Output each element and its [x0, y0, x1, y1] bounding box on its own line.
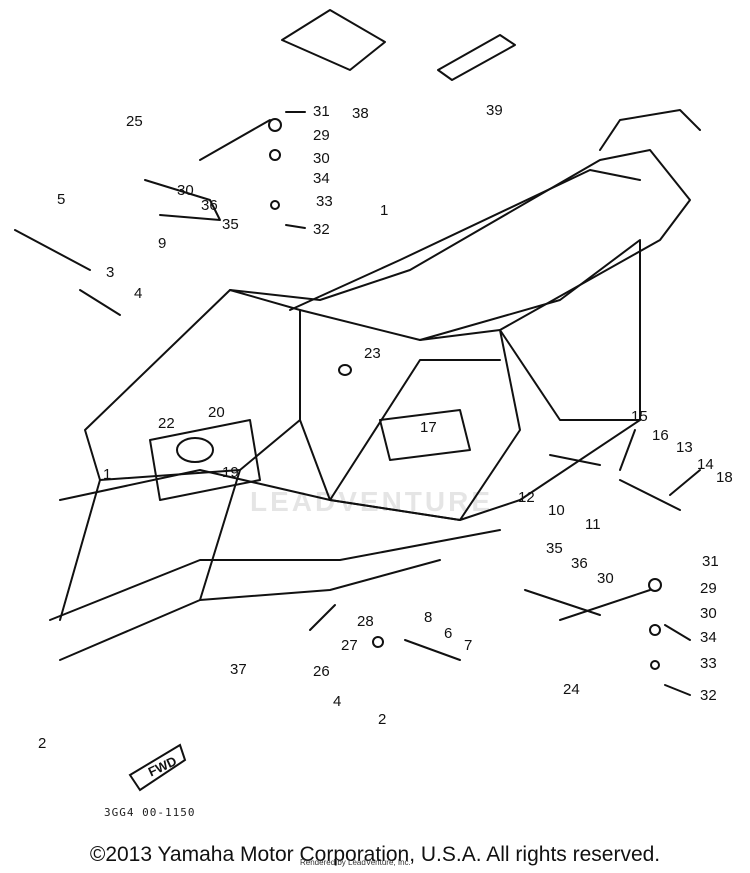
frame-upper-rail	[289, 169, 641, 311]
callout-label: 34	[313, 170, 330, 187]
bolt-part	[309, 604, 336, 631]
callout-label: 34	[700, 629, 717, 646]
callout-label: 4	[134, 285, 143, 302]
frame-diagram: FWD	[14, 9, 701, 792]
bolt-part	[404, 639, 461, 661]
callout-label: 4	[333, 693, 342, 710]
callout-label: 33	[700, 655, 717, 672]
washer-part	[649, 624, 661, 636]
frame-down-tube	[59, 479, 101, 621]
callout-label: 30	[700, 605, 717, 622]
callout-label: 14	[697, 456, 714, 473]
leader-line	[664, 624, 691, 641]
frame-cross-member	[329, 359, 501, 501]
washer-part	[648, 578, 662, 592]
washer-part	[270, 200, 280, 210]
callout-label: 20	[208, 404, 225, 421]
callout-label: 32	[313, 221, 330, 238]
callout-label: 26	[313, 663, 330, 680]
callout-label: 1	[103, 466, 112, 483]
callout-label: 32	[700, 687, 717, 704]
washer-part	[650, 660, 660, 670]
callout-label: 6	[444, 625, 453, 642]
callout-label: 18	[716, 469, 733, 486]
callout-label: 17	[420, 419, 437, 436]
callout-label: 30	[177, 182, 194, 199]
callout-label: 29	[700, 580, 717, 597]
callout-label: 30	[313, 150, 330, 167]
callout-label: 2	[378, 711, 387, 728]
frame-top-rail	[229, 149, 691, 331]
callout-label: 31	[702, 553, 719, 570]
callout-label: 16	[652, 427, 669, 444]
leader-line	[619, 429, 636, 471]
callout-label: 15	[631, 408, 648, 425]
callout-label: 23	[364, 345, 381, 362]
callout-label: 3	[106, 264, 115, 281]
frame-bottom-rail	[49, 529, 501, 621]
callout-label: 39	[486, 102, 503, 119]
frame-front-loop	[84, 289, 301, 481]
callout-label: 35	[546, 540, 563, 557]
bolt-part	[14, 229, 91, 271]
callout-label: 35	[222, 216, 239, 233]
frame-mount-boss	[338, 364, 352, 376]
callout-label: 28	[357, 613, 374, 630]
callout-label: 37	[230, 661, 247, 678]
callout-label: 9	[158, 235, 167, 252]
callout-label: 10	[548, 502, 565, 519]
callout-label: 27	[341, 637, 358, 654]
bushing-part	[619, 479, 681, 511]
callout-label: 2	[38, 735, 47, 752]
callout-label: 22	[158, 415, 175, 432]
callout-label: 13	[676, 439, 693, 456]
frame-plate	[149, 419, 261, 501]
washer-part	[268, 118, 282, 132]
frame-support-tube	[499, 329, 641, 421]
callout-label: 8	[424, 609, 433, 626]
frame-mount-boss	[176, 437, 214, 463]
watermark: LEADVENTURE	[250, 486, 494, 517]
callout-label: 30	[597, 570, 614, 587]
callout-label: 25	[126, 113, 143, 130]
callout-label: 19	[222, 464, 239, 481]
callout-label: 5	[57, 191, 66, 208]
shock-rod-part	[199, 119, 271, 161]
callout-label: 11	[585, 516, 601, 533]
leader-line	[664, 684, 691, 696]
frame-rear-tube	[599, 109, 701, 151]
rendered-by-note: Rendered by LeadVenture, Inc.	[300, 858, 411, 867]
fwd-arrow-icon	[128, 743, 187, 792]
bracket-part	[144, 179, 221, 221]
washer-part	[269, 149, 281, 161]
nut-part	[79, 289, 121, 316]
copyright-footer: ©2013 Yamaha Motor Corporation, U.S.A. A…	[89, 843, 661, 866]
callout-label: 29	[313, 127, 330, 144]
bracket-part	[524, 589, 601, 616]
leader-line	[669, 469, 701, 496]
leader-line	[285, 224, 306, 229]
callout-label: 31	[313, 103, 330, 120]
callout-label: 38	[352, 105, 369, 122]
shock-rod-part	[559, 589, 651, 621]
frame-cross-tube	[199, 469, 241, 601]
callout-label: 12	[518, 489, 535, 506]
frame-rear-loop	[419, 239, 641, 501]
washer-part	[372, 636, 384, 648]
callout-label: 1	[380, 202, 389, 219]
guard-plate-part	[437, 34, 516, 81]
frame-skid-rail	[59, 559, 441, 661]
callout-label: 36	[571, 555, 588, 572]
callout-label: 24	[563, 681, 580, 698]
frame-bracket	[379, 409, 471, 461]
callout-label: 33	[316, 193, 333, 210]
seat-pad-part	[281, 9, 386, 71]
callout-label: 36	[201, 197, 218, 214]
callout-label: 7	[464, 637, 473, 654]
drawing-code: 3GG4 00-1150	[104, 806, 196, 819]
bushing-part	[549, 454, 601, 466]
